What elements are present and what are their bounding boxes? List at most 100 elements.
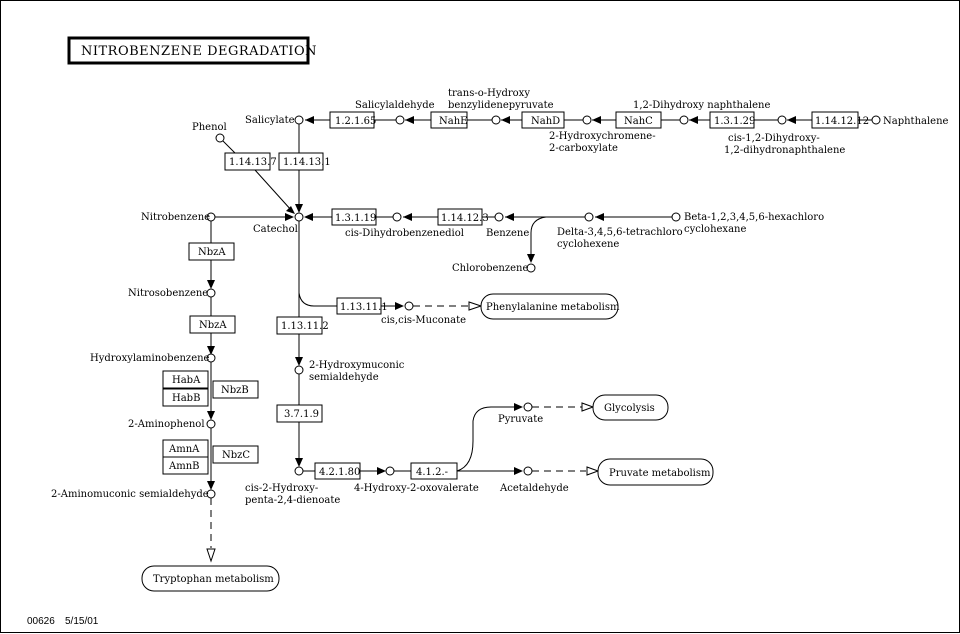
enzyme-label-nbzA-2[interactable]: NbzA	[199, 320, 227, 331]
compound-label-tetrachloro-line1[interactable]: Delta-3,4,5,6-tetrachloro	[557, 227, 683, 238]
compound-label-hydroxychromene-line1[interactable]: 2-Hydroxychromene-	[549, 131, 656, 142]
compound-node-naphthalene[interactable]	[871, 115, 881, 125]
compound-label-muconate[interactable]: cis,cis-Muconate	[381, 315, 466, 326]
compound-node-acetaldehyde[interactable]	[523, 466, 533, 476]
map-label-pyruvate-metabolism[interactable]: Pruvate metabolism	[609, 468, 711, 479]
compound-label-dihydroxynaphthalene[interactable]: 1,2-Dihydroxy naphthalene	[633, 100, 770, 111]
enzyme-box-nbzC[interactable]	[212, 445, 259, 464]
enzyme-box-nahD[interactable]	[521, 111, 565, 129]
compound-label-oxovalerate[interactable]: 4-Hydroxy-2-oxovalerate	[354, 483, 479, 494]
compound-label-naphthalene[interactable]: Naphthalene	[883, 116, 949, 127]
map-link-tryptophan-metabolism[interactable]	[141, 565, 280, 592]
compound-label-benzylidenepyruvate-line1[interactable]: trans-o-Hydroxy	[448, 88, 530, 99]
enzyme-label-1-14-12-12[interactable]: 1.14.12.12	[815, 116, 869, 127]
compound-node-phenol[interactable]	[215, 133, 225, 143]
compound-label-hexachloro-line2[interactable]: cyclohexane	[684, 224, 746, 235]
compound-node-muconate[interactable]	[404, 301, 414, 311]
enzyme-label-1-14-12-3[interactable]: 1.14.12.3	[441, 213, 489, 224]
enzyme-label-4-2-1-80[interactable]: 4.2.1.80	[319, 467, 360, 478]
map-id: 00626	[27, 616, 55, 627]
compound-node-benzylidenepyruvate[interactable]	[491, 115, 501, 125]
compound-label-cis-dihydrobenzenediol[interactable]: cis-Dihydrobenzenediol	[345, 228, 464, 239]
compound-node-chlorobenzene[interactable]	[526, 263, 536, 273]
compound-label-chlorobenzene[interactable]: Chlorobenzene	[452, 263, 528, 274]
compound-node-salicylate[interactable]	[294, 115, 304, 125]
enzyme-label-1-14-13-7[interactable]: 1.14.13.7	[229, 157, 277, 168]
compound-node-aminophenol[interactable]	[206, 419, 216, 429]
enzyme-label-4-1-2[interactable]: 4.1.2.-	[416, 467, 448, 478]
compound-label-nitrosobenzene[interactable]: Nitrosobenzene	[128, 288, 208, 299]
enzyme-box-amnB[interactable]	[162, 456, 209, 475]
enzyme-box-1-3-1-29[interactable]	[709, 111, 755, 129]
enzyme-label-1-2-1-65[interactable]: 1.2.1.65	[335, 116, 376, 127]
map-label-phenylalanine-metabolism[interactable]: Phenylalanine metabolism	[486, 302, 620, 313]
compound-label-tetrachloro-line2[interactable]: cyclohexene	[557, 239, 619, 250]
compound-label-cis-dihydroxy-line2[interactable]: 1,2-dihydronaphthalene	[724, 145, 845, 156]
enzyme-box-nahC[interactable]	[615, 111, 662, 129]
compound-label-nitrobenzene[interactable]: Nitrobenzene	[141, 212, 210, 223]
enzyme-label-nahC[interactable]: NahC	[624, 116, 653, 127]
enzyme-label-1-3-1-29[interactable]: 1.3.1.29	[714, 116, 755, 127]
enzyme-box-habB[interactable]	[162, 388, 209, 407]
enzyme-label-amnB[interactable]: AmnB	[168, 461, 200, 472]
map-label-glycolysis[interactable]: Glycolysis	[604, 403, 655, 414]
compound-label-hydroxymuconic-line2[interactable]: semialdehyde	[309, 372, 379, 383]
compound-node-hydroxychromene-carboxylate[interactable]	[582, 115, 592, 125]
compound-label-hydroxymuconic-line1[interactable]: 2-Hydroxymuconic	[309, 360, 405, 371]
enzyme-label-amnA[interactable]: AmnA	[168, 444, 200, 455]
enzyme-box-habA[interactable]	[162, 370, 209, 389]
compound-label-hydroxylaminobenzene[interactable]: Hydroxylaminobenzene	[90, 353, 210, 364]
title-box: NITROBENZENE DEGRADATION	[67, 36, 316, 65]
compound-label-hydroxypenta-line2[interactable]: penta-2,4-dienoate	[245, 495, 340, 506]
compound-label-hydroxypenta-line1[interactable]: cis-2-Hydroxy-	[245, 483, 318, 494]
enzyme-box-1-14-13-1[interactable]	[278, 152, 324, 171]
enzyme-box-nahE[interactable]	[430, 111, 468, 129]
compound-label-cis-dihydroxy-line1[interactable]: cis-1,2-Dihydroxy-	[728, 133, 820, 144]
compound-label-pyruvate[interactable]: Pyruvate	[498, 414, 543, 425]
enzyme-box-1-2-1-65[interactable]	[329, 111, 375, 129]
compound-node-pyruvate[interactable]	[523, 402, 533, 412]
compound-label-acetaldehyde[interactable]: Acetaldehyde	[499, 483, 569, 494]
compound-node-salicylaldehyde[interactable]	[395, 115, 405, 125]
enzyme-box-nbzB[interactable]	[212, 380, 259, 399]
enzyme-label-habB[interactable]: HabB	[172, 393, 200, 404]
enzyme-label-habA[interactable]: HabA	[172, 375, 201, 386]
compound-label-phenol[interactable]: Phenol	[192, 122, 227, 133]
compound-node-catechol[interactable]	[294, 212, 304, 222]
compound-label-catechol[interactable]: Catechol	[253, 224, 298, 235]
map-link-pyruvate-metabolism[interactable]	[597, 458, 714, 486]
enzyme-label-nahE[interactable]: NahE	[439, 116, 467, 127]
compound-label-benzylidenepyruvate-line2[interactable]: benzylidenepyruvate	[448, 100, 554, 111]
map-link-phenylalanine-metabolism[interactable]	[480, 293, 619, 320]
compound-node-benzene[interactable]	[494, 212, 504, 222]
compound-node-cis-dihydroxy-dihydronaphthalene[interactable]	[777, 115, 787, 125]
enzyme-box-nbzA-2[interactable]	[189, 315, 236, 334]
enzyme-label-nbzC[interactable]: NbzC	[222, 450, 250, 461]
compound-node-hexachlorocyclohexane[interactable]	[671, 212, 681, 222]
enzyme-label-1-13-11-1[interactable]: 1.13.11.1	[340, 302, 388, 313]
enzyme-box-1-14-12-12[interactable]	[811, 111, 859, 129]
map-label-tryptophan-metabolism[interactable]: Tryptophan metabolism	[153, 574, 274, 585]
enzyme-label-1-13-11-2[interactable]: 1.13.11.2	[281, 321, 329, 332]
compound-node-dihydroxynaphthalene[interactable]	[679, 115, 689, 125]
enzyme-label-nahD[interactable]: NahD	[531, 116, 560, 127]
compound-label-salicylate[interactable]: Salicylate	[245, 115, 295, 126]
enzyme-label-nbzA-1[interactable]: NbzA	[198, 247, 226, 258]
compound-node-hydroxymuconic-semialdehyde[interactable]	[294, 365, 304, 375]
compound-label-hydroxychromene-line2[interactable]: 2-carboxylate	[549, 143, 618, 154]
enzyme-label-1-3-1-19[interactable]: 1.3.1.19	[335, 213, 376, 224]
compound-label-salicylaldehyde[interactable]: Salicylaldehyde	[355, 100, 435, 111]
compound-node-tetrachlorocyclohexene[interactable]	[584, 212, 594, 222]
compound-label-aminophenol[interactable]: 2-Aminophenol	[128, 419, 205, 430]
compound-node-cis-dihydrobenzenediol[interactable]	[392, 212, 402, 222]
enzyme-label-1-14-13-1[interactable]: 1.14.13.1	[283, 157, 331, 168]
enzyme-label-nbzB[interactable]: NbzB	[221, 385, 249, 396]
compound-node-hydroxypentadienoate[interactable]	[294, 466, 304, 476]
enzyme-box-1-14-13-7[interactable]	[224, 152, 271, 171]
map-link-glycolysis[interactable]	[592, 394, 669, 421]
compound-label-benzene[interactable]: Benzene	[486, 228, 529, 239]
compound-node-oxovalerate[interactable]	[385, 466, 395, 476]
compound-label-hexachloro-line1[interactable]: Beta-1,2,3,4,5,6-hexachloro	[684, 212, 824, 223]
compound-label-aminomuconic-semialdehyde[interactable]: 2-Aminomuconic semialdehyde	[51, 489, 209, 500]
enzyme-label-3-7-1-9[interactable]: 3.7.1.9	[284, 409, 319, 420]
